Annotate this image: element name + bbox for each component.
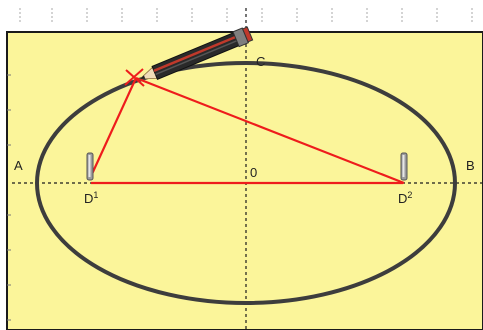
pencil-icon: [138, 26, 254, 80]
pencil-point-marker: [124, 68, 145, 87]
label-d1-letter: D: [84, 191, 93, 206]
label-d1-index: 1: [93, 190, 98, 200]
label-b: B: [466, 158, 475, 173]
top-margin-ticks: [19, 8, 473, 24]
paper-sheet: [6, 31, 483, 330]
label-d2-letter: D: [398, 191, 407, 206]
label-a: A: [14, 158, 23, 173]
label-origin: 0: [250, 165, 257, 180]
string-to-focus-d1: [91, 77, 137, 175]
label-d2: D2: [398, 190, 412, 206]
left-margin-ticks: [7, 74, 11, 321]
label-c: C: [256, 54, 265, 69]
string-to-focus-d2: [135, 76, 405, 185]
pin-icon: [86, 152, 94, 181]
ellipse-curve: [35, 61, 457, 305]
pin-icon: [400, 152, 408, 181]
label-d1: D1: [84, 190, 98, 206]
label-d2-index: 2: [407, 190, 412, 200]
